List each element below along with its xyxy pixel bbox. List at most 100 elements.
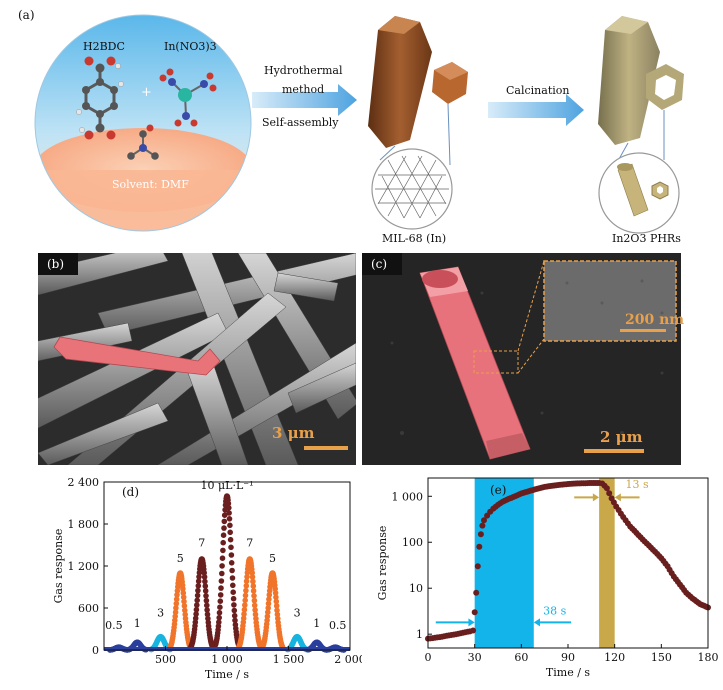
x-tick-label-e: 30	[468, 651, 482, 664]
dmf-molecule-icon	[127, 124, 159, 160]
peak-marker	[229, 575, 236, 581]
peak-marker	[195, 587, 201, 594]
peak-marker	[265, 600, 272, 607]
time-band-0	[474, 478, 534, 648]
process-arrow-1	[252, 84, 357, 116]
peak-marker	[192, 615, 199, 622]
peak-marker	[174, 592, 180, 598]
peak-marker	[252, 611, 259, 618]
peak-marker	[273, 598, 280, 605]
peak-marker	[217, 598, 224, 604]
peak-marker	[241, 611, 247, 617]
peak-marker	[250, 583, 257, 589]
in2o3-rod-icon	[598, 16, 684, 145]
peak-marker	[216, 619, 222, 625]
mil68-rod-icon	[368, 16, 468, 148]
peak-marker	[225, 500, 232, 507]
peak-marker	[250, 578, 256, 585]
peak-marker	[243, 587, 249, 594]
hollow-rod-highlight	[419, 266, 531, 460]
peak-marker	[181, 598, 187, 605]
x-tick-label-d: 1 500	[273, 653, 305, 666]
peak-annotation: 1	[313, 617, 320, 630]
x-tick-label-e: 180	[698, 651, 719, 664]
peak-marker	[231, 612, 238, 619]
peak-marker	[194, 592, 201, 599]
peak-marker	[242, 602, 248, 608]
indium-nitrate-molecule-icon	[159, 68, 217, 127]
peak-annotation: 10 μL·L⁻¹	[201, 479, 254, 492]
peak-marker	[228, 544, 234, 551]
x-tick-label-d: 500	[155, 653, 176, 666]
peak-4	[188, 556, 216, 650]
peak-marker	[250, 588, 257, 594]
y-tick-label-d: 1 800	[68, 518, 100, 531]
peak-marker	[274, 607, 280, 614]
highlighted-rod	[53, 336, 221, 376]
process-arrow-2	[488, 94, 584, 126]
peak-marker	[172, 613, 178, 620]
peak-marker	[240, 615, 247, 622]
x-axis-label-d: Time / s	[205, 668, 249, 681]
peak-annotation: 5	[177, 552, 184, 565]
sem-inset	[543, 260, 677, 342]
peak-marker	[201, 570, 207, 576]
response-marker	[474, 563, 481, 570]
peak-marker	[249, 574, 256, 580]
response-marker	[471, 609, 478, 616]
peak-marker	[266, 592, 273, 598]
x-tick-label-e: 150	[651, 651, 672, 664]
peak-marker	[231, 607, 238, 614]
peak-marker	[193, 606, 200, 613]
peak-marker	[195, 578, 202, 584]
peak-marker	[272, 590, 279, 596]
peak-marker	[266, 596, 272, 602]
peak-marker	[230, 582, 236, 589]
peak-marker	[242, 597, 248, 604]
calcination-label: Calcination	[506, 84, 570, 97]
response-arrowhead-left	[468, 618, 475, 627]
peak-marker	[217, 592, 224, 598]
panel-b-label: (b)	[47, 257, 65, 271]
peak-marker	[228, 552, 235, 558]
sem-image-c	[362, 253, 681, 465]
peak-marker	[272, 586, 279, 592]
response-series	[425, 480, 711, 642]
peak-marker	[251, 602, 258, 609]
peak-marker	[265, 609, 271, 615]
y-axis-label-e: Gas response	[376, 526, 389, 601]
peak-marker	[180, 594, 187, 600]
y-tick-label-e: 1	[416, 628, 423, 641]
recovery-arrowhead-right	[614, 493, 621, 502]
peak-6	[236, 556, 264, 650]
y-tick-label-d: 2 400	[68, 476, 100, 489]
response-marker	[603, 485, 610, 492]
in2o3-label: In2O3 PHRs	[612, 232, 681, 245]
peak-marker	[201, 574, 208, 580]
peak-marker	[228, 560, 235, 566]
solvent-label: Solvent: DMF	[112, 178, 189, 191]
y-tick-label-e: 1 000	[392, 490, 424, 503]
peak-marker	[251, 593, 257, 599]
peak-marker	[241, 606, 248, 613]
scale-label-c-inset: 200 nm	[625, 312, 685, 328]
peak-marker	[204, 611, 211, 618]
y-axis-label-d: Gas response	[52, 529, 65, 604]
response-marker	[470, 627, 477, 634]
peak-marker	[202, 578, 208, 585]
response-time-label: 38 s	[543, 604, 566, 617]
peak-marker	[219, 570, 225, 577]
peak-3	[167, 570, 194, 651]
h2bdc-molecule-icon	[76, 56, 124, 140]
peak-annotation: 5	[269, 552, 276, 565]
peak-7	[259, 570, 286, 651]
peak-marker	[243, 583, 250, 589]
peak-annotation: 0.5	[329, 619, 347, 632]
x-axis-label-e: Time / s	[546, 666, 590, 679]
y-tick-label-d: 600	[78, 602, 99, 615]
panel-d-label: (d)	[122, 485, 139, 499]
scale-label-b: 3 μm	[272, 424, 315, 442]
peak-marker	[173, 596, 180, 602]
